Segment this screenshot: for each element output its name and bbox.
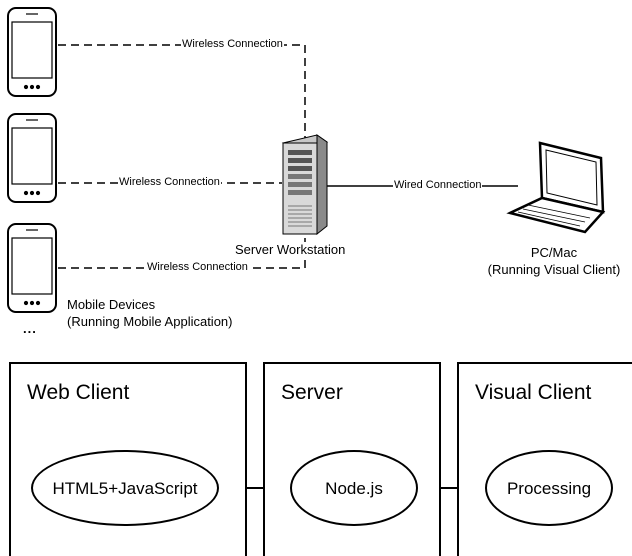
more-devices-ellipsis: ... bbox=[23, 321, 37, 336]
nodejs-node: Node.js bbox=[290, 450, 418, 526]
laptop-icon bbox=[506, 141, 606, 234]
pc-label: PC/Mac (Running Visual Client) bbox=[476, 246, 632, 276]
processing-label: Processing bbox=[506, 478, 592, 498]
mobile-label-line2: (Running Mobile Application) bbox=[67, 314, 233, 329]
pc-label-line2: (Running Visual Client) bbox=[487, 262, 621, 277]
connection-label-wireless-top: Wireless Connection bbox=[181, 38, 284, 50]
server-title: Server bbox=[281, 381, 343, 404]
phone-icon-top bbox=[7, 7, 57, 97]
nodejs-label: Node.js bbox=[325, 478, 383, 498]
processing-node: Processing bbox=[485, 450, 613, 526]
html5-javascript-label: HTML5+JavaScript bbox=[52, 478, 198, 498]
mobile-label-line1: Mobile Devices bbox=[67, 297, 156, 312]
phone-icon-middle bbox=[7, 113, 57, 203]
html5-javascript-node: HTML5+JavaScript bbox=[31, 450, 219, 526]
mobile-label: Mobile Devices (Running Mobile Applicati… bbox=[67, 297, 233, 329]
connection-label-wireless-middle: Wireless Connection bbox=[118, 176, 221, 188]
pc-label-line1: PC/Mac bbox=[530, 245, 578, 260]
visual-client-title: Visual Client bbox=[475, 381, 592, 404]
connection-label-wireless-bottom: Wireless Connection bbox=[146, 261, 249, 273]
server-label: Server Workstation bbox=[235, 242, 346, 257]
server-icon bbox=[281, 134, 329, 236]
web-client-title: Web Client bbox=[27, 381, 130, 404]
phone-icon-bottom bbox=[7, 223, 57, 313]
wireless-line-top bbox=[58, 44, 306, 140]
connection-label-wired: Wired Connection bbox=[393, 179, 483, 191]
